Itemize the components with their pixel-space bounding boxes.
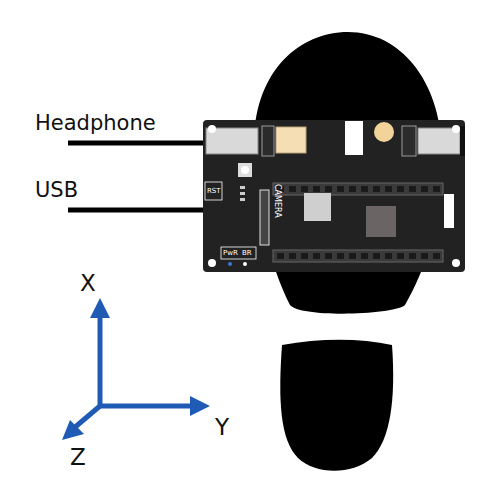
- header-pin: [361, 186, 368, 192]
- header-pin: [325, 186, 332, 192]
- header-pin: [373, 186, 380, 192]
- header-pin: [349, 186, 356, 192]
- silk-label: RST: [207, 188, 221, 195]
- silk-label: PwR: [223, 250, 238, 257]
- header-pin: [301, 186, 308, 192]
- header-pin: [337, 186, 344, 192]
- header-pin: [409, 253, 416, 259]
- header-pin: [397, 253, 404, 259]
- header-pin: [301, 253, 308, 259]
- cable-label: USB: [35, 180, 78, 201]
- header-pin: [337, 253, 344, 259]
- cable-label: Headphone: [35, 113, 156, 134]
- header-pin: [277, 253, 284, 259]
- header-pin: [289, 253, 296, 259]
- header-pin: [325, 253, 332, 259]
- header-pin: [313, 253, 320, 259]
- axis-label: X: [80, 272, 96, 295]
- silk-label: CAMERA: [273, 184, 281, 218]
- header-pin: [361, 253, 368, 259]
- header-pin: [385, 186, 392, 192]
- header-pin: [373, 253, 380, 259]
- axis-label: Y: [215, 416, 229, 439]
- header-pin: [397, 186, 404, 192]
- header-pin: [421, 253, 428, 259]
- header-pin: [313, 186, 320, 192]
- header-pin: [421, 186, 428, 192]
- header-pin: [433, 253, 440, 259]
- axis-label: Z: [70, 446, 86, 469]
- header-pin: [349, 253, 356, 259]
- silk-label: BR: [242, 250, 252, 257]
- header-pin: [409, 186, 416, 192]
- header-pin: [433, 186, 440, 192]
- header-pin: [289, 186, 296, 192]
- header-pin: [385, 253, 392, 259]
